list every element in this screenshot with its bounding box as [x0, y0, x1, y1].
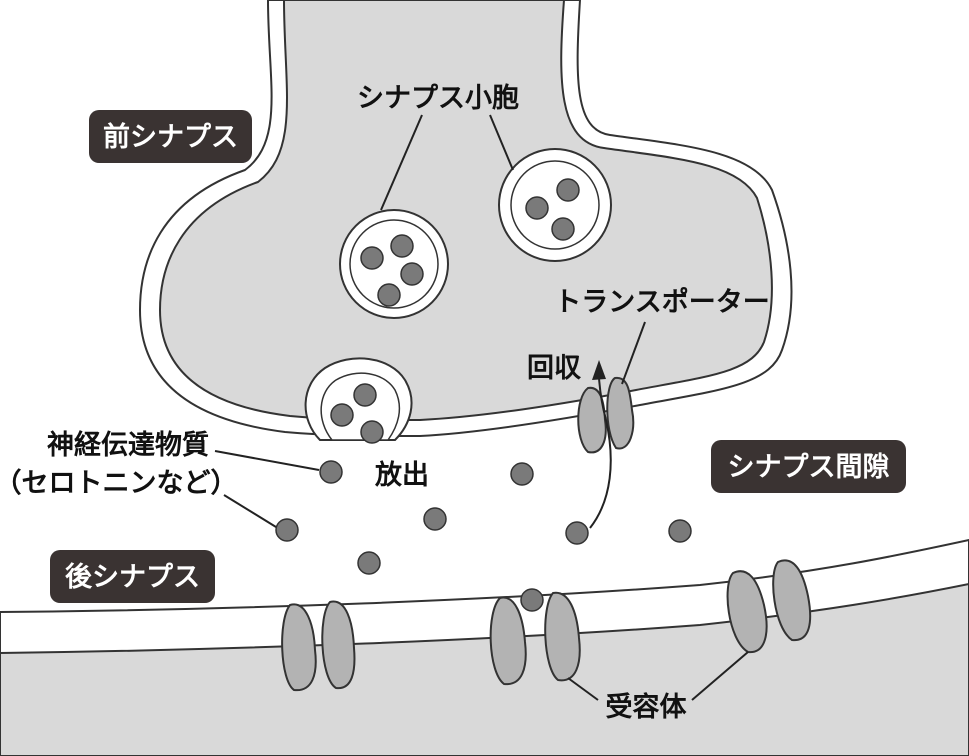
neurotransmitter-label-line1: 神経伝達物質 — [47, 429, 209, 461]
fusing-vesicle-molecule — [353, 383, 377, 407]
vesicle-molecule — [525, 196, 549, 220]
neurotransmitter-molecule — [319, 460, 343, 484]
receptor-protein — [281, 600, 356, 692]
reuptake-label: 回収 — [527, 353, 582, 384]
leader-line-vesicle — [489, 114, 514, 171]
release-label: 放出 — [374, 459, 429, 491]
leader-line-vesicle — [380, 114, 423, 211]
reuptake-arrow — [589, 377, 612, 529]
synaptic-cleft-badge — [711, 440, 906, 493]
fusing-vesicle-molecule — [360, 420, 384, 444]
leader-line-transporter — [621, 321, 646, 385]
leader-line-neurotransmitter — [223, 494, 277, 528]
synaptic-cleft-label: シナプス間隙 — [728, 452, 890, 483]
vesicle-molecule — [551, 217, 575, 241]
leader-line-receptor — [691, 651, 749, 701]
fusing-vesicle-inner — [320, 372, 401, 441]
vesicle-label: シナプス小胞 — [357, 83, 519, 114]
vesicle-molecule — [360, 246, 384, 270]
leader-line-receptor — [567, 677, 599, 701]
receptor-label: 受容体 — [606, 691, 688, 723]
bound-neurotransmitter — [520, 588, 544, 612]
neurotransmitter-molecule — [275, 518, 299, 542]
cleft-molecules — [275, 460, 692, 575]
vesicle-molecule — [400, 262, 424, 286]
neurotransmitter-molecule — [423, 507, 447, 531]
neurotransmitter-molecule — [565, 521, 589, 545]
transporter-protein — [577, 376, 635, 454]
synaptic-vesicle — [498, 148, 612, 262]
postsynaptic-badge — [50, 550, 215, 603]
neurotransmitter-label-line2: （セロトニンなど） — [0, 468, 238, 499]
presynaptic-cytoplasm — [158, 0, 773, 422]
neurotransmitter-molecule — [510, 462, 534, 486]
presynaptic-badge — [89, 110, 252, 163]
vesicle-molecule — [390, 234, 414, 258]
leader-line-neurotransmitter — [214, 450, 320, 471]
presynaptic-label: 前シナプス — [103, 121, 238, 153]
reuptake-arrowhead — [592, 360, 606, 380]
vesicle-molecule — [556, 178, 580, 202]
neurotransmitter-molecule — [357, 551, 381, 575]
receptor-protein — [489, 588, 581, 686]
postsynaptic-label: 後シナプス — [65, 562, 200, 593]
receptor-protein — [726, 559, 812, 654]
synaptic-vesicle — [339, 209, 449, 319]
transporter-label: トランスポーター — [554, 287, 769, 318]
vesicle-molecule — [377, 283, 401, 307]
fusing-vesicle-molecule — [330, 403, 354, 427]
neurotransmitter-molecule — [668, 519, 692, 543]
postsynaptic-cytoplasm — [0, 582, 969, 756]
